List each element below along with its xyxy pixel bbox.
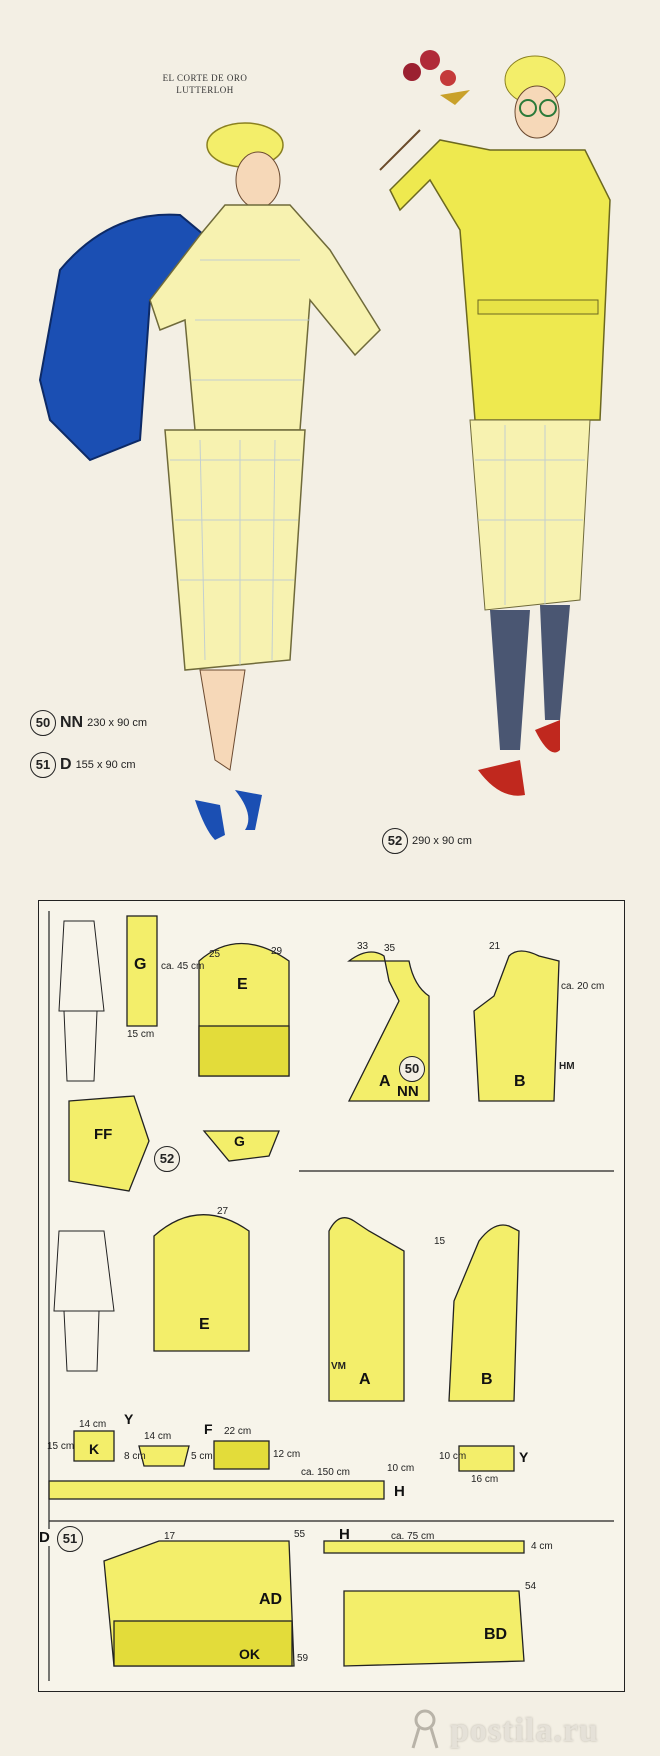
postila-logo-icon <box>411 1709 439 1749</box>
flower-bouquet <box>379 50 470 171</box>
red-shoe-left <box>478 760 525 796</box>
label-g2: G <box>234 1133 245 1149</box>
dim-small-w: 14 cm <box>144 1431 172 1442</box>
model-number-badge: 50 <box>30 710 56 736</box>
measure-number: 55 <box>294 1529 306 1540</box>
dim-h1-len: ca. 150 cm <box>301 1467 350 1478</box>
fabric-dimensions: 155 x 90 cm <box>75 759 136 771</box>
yellow-safari-jacket <box>389 139 611 421</box>
dim-small-r: 5 cm <box>191 1451 213 1462</box>
magazine-header: EL CORTE DE ORO LUTTERLOH <box>120 72 290 96</box>
piece-small <box>138 1445 190 1467</box>
label-b2: B <box>481 1371 493 1388</box>
label-bd: BD <box>484 1626 508 1643</box>
measure-number: 54 <box>525 1581 537 1592</box>
piece-b1 <box>473 950 560 1102</box>
measure-number: 59 <box>297 1653 309 1664</box>
size-row-50: 50 NN 230 x 90 cm <box>30 710 147 736</box>
piece-f <box>213 1440 270 1470</box>
group-50-badge: 50 <box>399 1056 425 1082</box>
dim-f-h: 12 cm <box>273 1449 301 1460</box>
label-y: Y <box>124 1411 134 1427</box>
fashion-illustration <box>38 50 611 840</box>
fabric-dimensions: 290 x 90 cm <box>412 835 472 847</box>
group-52-badge: 52 <box>154 1146 180 1172</box>
dim-g1-h: ca. 45 cm <box>161 961 205 972</box>
pattern-sheet: 50 NN 52 D 51 G 15 cm ca. 45 cm E A B ca… <box>38 900 625 1692</box>
fabric-dimensions: 230 x 90 cm <box>87 717 148 729</box>
piece-k <box>73 1430 115 1462</box>
label-e1: E <box>237 976 248 993</box>
model-number-badge: 51 <box>30 752 56 778</box>
model-number-badge: 52 <box>382 828 408 854</box>
measure-number: 35 <box>384 943 396 954</box>
vm-mark: VM <box>331 1361 346 1372</box>
blue-shoe-left <box>195 800 225 840</box>
piece-h2 <box>323 1540 525 1554</box>
dim-h2-len: ca. 75 cm <box>391 1531 435 1542</box>
model-code: D <box>60 756 72 773</box>
watermark-text: postila.ru <box>450 1712 599 1749</box>
dim-f-w: 22 cm <box>224 1426 252 1437</box>
label-ok: OK <box>239 1646 260 1662</box>
label-f: F <box>204 1421 213 1437</box>
label-ff: FF <box>94 1126 113 1143</box>
size-row-51: 51 D 155 x 90 cm <box>30 752 135 778</box>
dim-k-h: 15 cm <box>47 1441 75 1452</box>
measure-number: 25 <box>209 949 221 960</box>
measure-number: 17 <box>164 1531 176 1542</box>
header-line-2: LUTTERLOH <box>176 85 234 95</box>
hm-mark: HM <box>559 1061 575 1072</box>
pattern-drawing <box>48 911 614 1681</box>
plaid-skirt-right <box>469 419 591 611</box>
plaid-skirt <box>164 429 306 671</box>
header-line-1: EL CORTE DE ORO <box>162 73 248 83</box>
piece-g1 <box>126 915 158 1027</box>
blue-shoe-right <box>235 790 262 830</box>
dim-g1-w: 15 cm <box>127 1029 155 1040</box>
label-a2: A <box>359 1371 371 1388</box>
piece-h1 <box>48 1480 385 1500</box>
measure-number: 21 <box>489 941 501 952</box>
piece-g2 <box>202 1130 280 1162</box>
dim-h2-h: 4 cm <box>531 1541 553 1552</box>
label-b1: B <box>514 1073 526 1090</box>
dim-h1-h: 10 cm <box>387 1463 415 1474</box>
dark-stockings <box>490 605 570 750</box>
label-y2: Y <box>519 1449 529 1465</box>
dim-b1-h: ca. 20 cm <box>561 981 605 992</box>
label-k: K <box>89 1441 100 1457</box>
blue-jacket <box>38 213 212 462</box>
label-e2: E <box>199 1316 210 1333</box>
measure-number: 29 <box>271 946 283 957</box>
red-shoe-right <box>535 720 560 753</box>
piece-e2 <box>153 1214 250 1352</box>
piece-b2 <box>448 1224 520 1402</box>
piece-y2 <box>458 1445 515 1472</box>
model-sketch-52 <box>53 1230 115 1372</box>
piece-a2 <box>328 1217 405 1402</box>
piece-bd <box>343 1590 525 1667</box>
group-50-code: NN <box>397 1083 419 1100</box>
group-51-badge: 51 <box>57 1526 83 1552</box>
label-a1: A <box>379 1073 391 1090</box>
piece-ff <box>68 1095 150 1192</box>
label-ad: AD <box>259 1591 283 1608</box>
label-h1: H <box>394 1483 405 1500</box>
dim-k-w: 14 cm <box>79 1419 107 1430</box>
size-row-52: 52 290 x 90 cm <box>382 828 472 854</box>
label-g1: G <box>134 956 147 973</box>
model-sketch-50 <box>58 920 105 1082</box>
model-code: NN <box>60 714 84 731</box>
measure-number: 15 <box>434 1236 446 1247</box>
dim-y2-h: 10 cm <box>439 1451 467 1462</box>
dim-small-l: 8 cm <box>124 1451 146 1462</box>
group-51-code: D <box>39 1529 50 1546</box>
measure-number: 27 <box>217 1206 229 1217</box>
measure-number: 33 <box>357 941 369 952</box>
label-h2: H <box>339 1526 350 1543</box>
dim-y2-w: 16 cm <box>471 1474 499 1485</box>
